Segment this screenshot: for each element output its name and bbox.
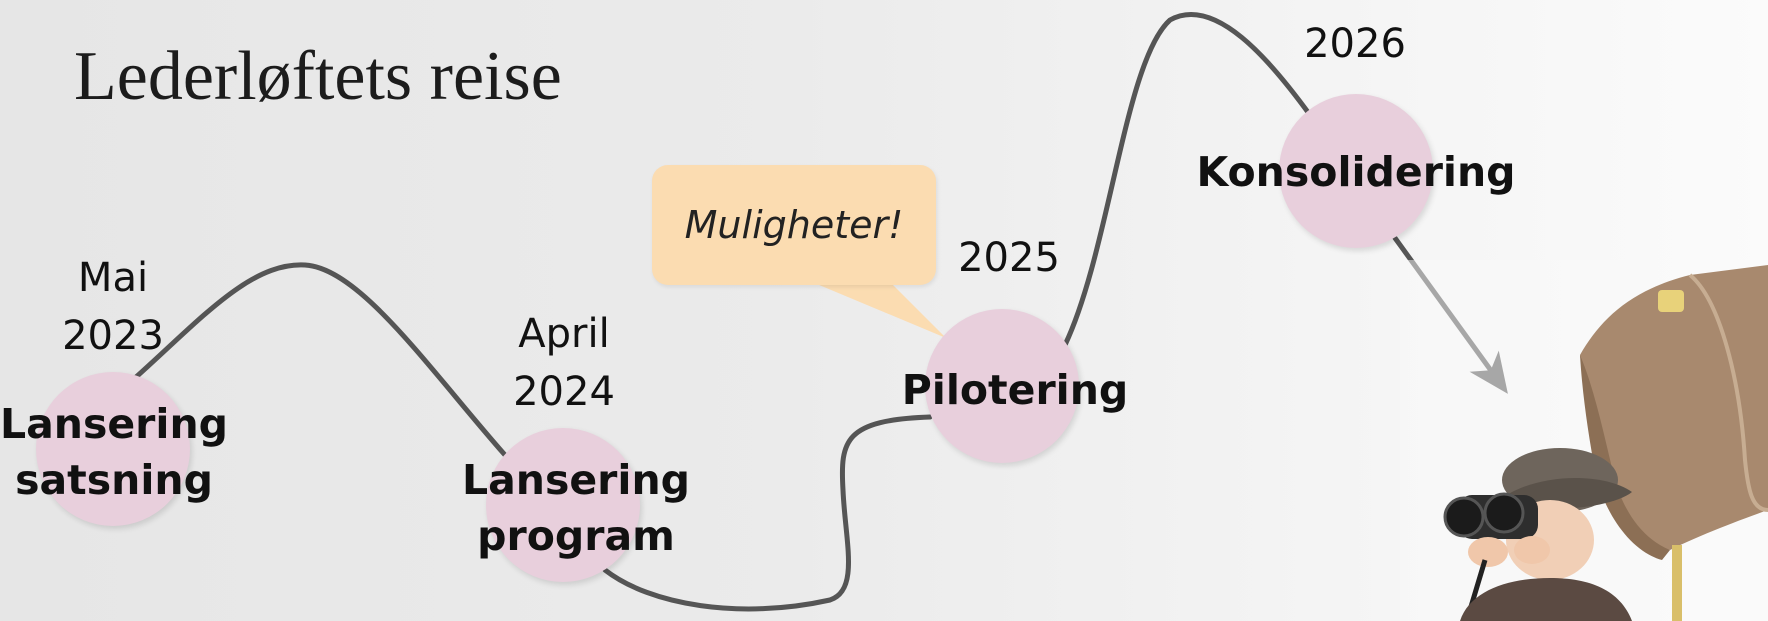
child-hand-right (1514, 536, 1550, 564)
milestone-label-lansering-satsning: Lansering satsning (0, 396, 228, 508)
date-line: Mai (77, 255, 149, 301)
milestone-line: satsning (15, 456, 213, 504)
date-line: 2026 (1304, 21, 1406, 67)
slide-title: Lederløftets reise (74, 38, 562, 115)
date-label-lansering-satsning: Mai 2023 (62, 249, 164, 365)
journey-curve (132, 12, 1500, 612)
yellow-cap (1658, 290, 1684, 312)
milestone-line: program (477, 512, 675, 560)
date-label-pilotering: 2025 (958, 229, 1060, 287)
milestone-line: Pilotering (901, 366, 1129, 414)
date-line: 2025 (958, 235, 1060, 281)
paper-telescope-edge (1688, 273, 1768, 512)
child-shirt (1460, 578, 1632, 621)
date-line: 2023 (62, 313, 164, 359)
milestone-circle-konsolidering (1279, 94, 1433, 248)
milestone-circle-lansering-program (486, 428, 640, 582)
milestone-label-pilotering: Pilotering (902, 362, 1129, 418)
date-label-konsolidering: 2026 (1304, 15, 1406, 73)
milestone-line: Lansering (0, 400, 229, 448)
wooden-stick (1672, 545, 1682, 621)
callout-bubble: Muligheter! (652, 165, 936, 285)
callout-text: Muligheter! (684, 203, 904, 247)
milestone-circle-lansering-satsning (36, 372, 190, 526)
milestone-line: Konsolidering (1196, 148, 1516, 196)
paper-telescope (1580, 265, 1768, 550)
date-label-lansering-program: April 2024 (513, 305, 615, 421)
date-line: 2024 (513, 369, 615, 415)
binocular-lens-right (1483, 492, 1525, 534)
binocular-lens-left (1443, 496, 1485, 538)
milestone-line: Lansering (461, 456, 691, 504)
child-hand-left (1468, 537, 1508, 567)
child-with-binoculars-photo (1400, 260, 1768, 621)
date-line: April (518, 311, 610, 357)
milestone-label-konsolidering: Konsolidering (1196, 144, 1515, 200)
milestone-label-lansering-program: Lansering program (462, 452, 690, 564)
milestone-circle-pilotering (925, 309, 1079, 463)
